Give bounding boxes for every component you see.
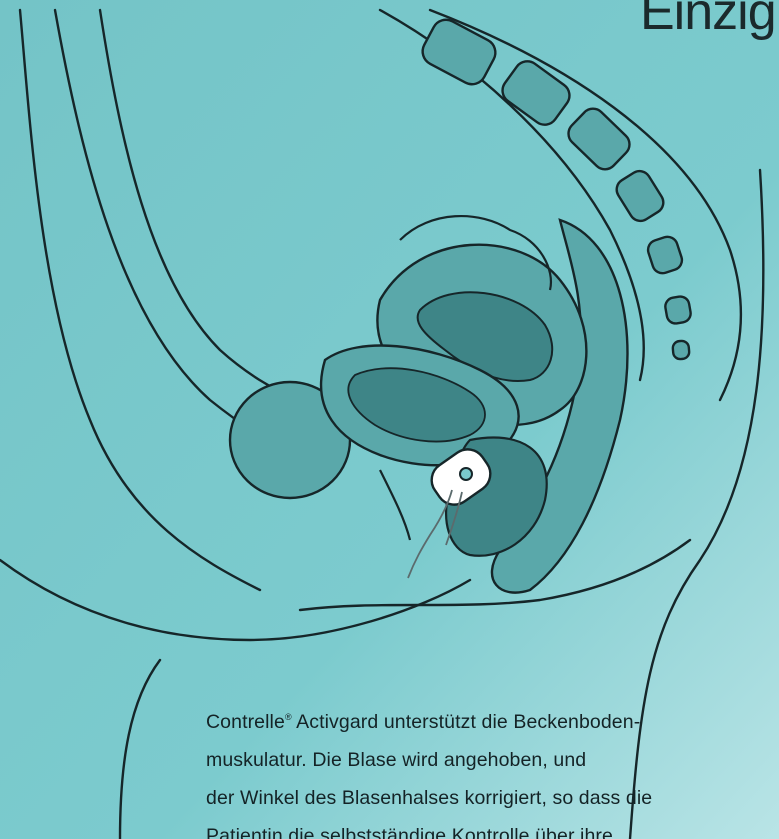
caption-text: Contrelle® Activgard unterstützt die Bec… [206,698,766,839]
registered-mark: ® [285,712,292,722]
brand-name: Contrelle [206,711,285,733]
caption-line-4: Patientin die selbstständige Kontrolle ü… [206,817,766,839]
caption-line-1-rest: Activgard unterstützt die Beckenboden- [292,711,641,733]
caption-line-1: Contrelle® Activgard unterstützt die Bec… [206,698,766,741]
vertebra [672,340,690,359]
caption-line-3: der Winkel des Blasenhalses korrigiert, … [206,779,766,817]
caption-line-2: muskulatur. Die Blase wird angehoben, un… [206,741,766,779]
vertebra [664,295,692,325]
page-heading-fragment: Einzig [640,0,776,42]
